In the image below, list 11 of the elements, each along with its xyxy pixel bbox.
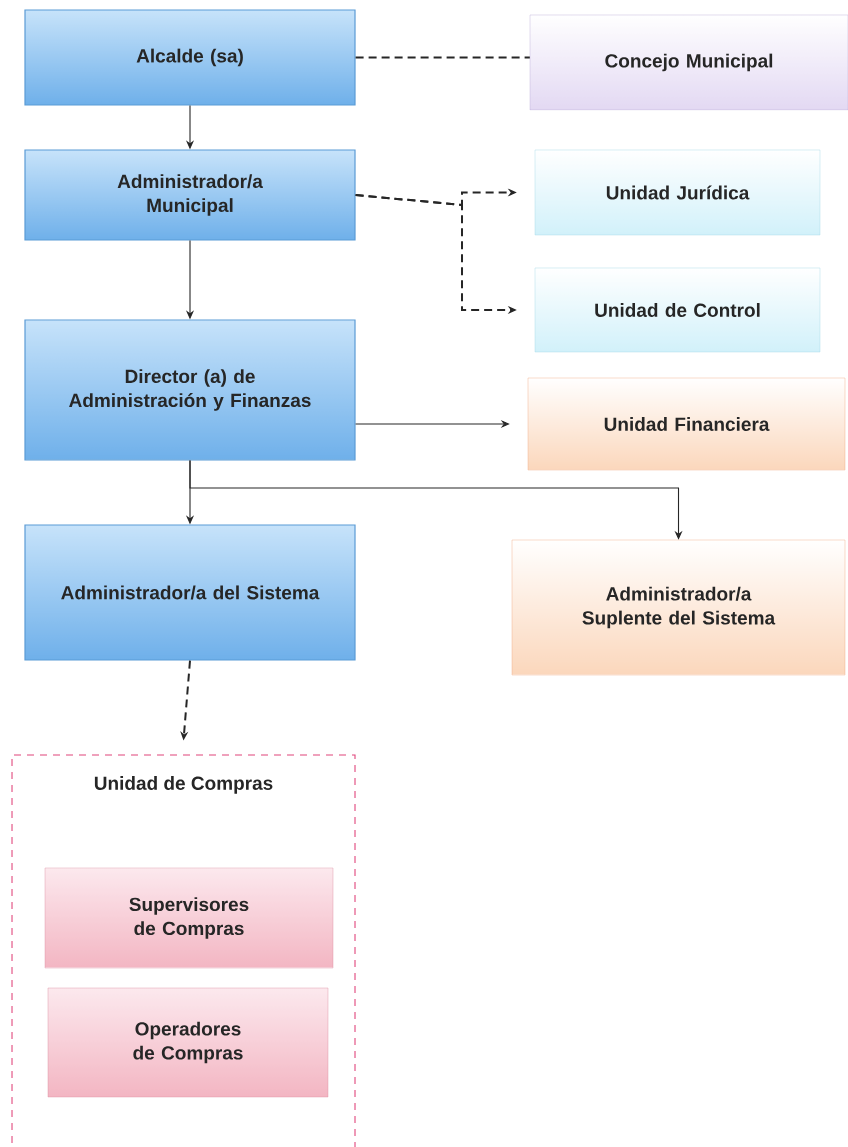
unit-box: Unidad Jurídica (534, 149, 821, 236)
position-box: Administrador/a Municipal (24, 149, 356, 241)
unit-box: Unidad de Control (534, 267, 821, 353)
position-box: Director (a) de Administración y Finanzas (24, 319, 356, 461)
unit-box: Administrador/a Suplente del Sistema (511, 539, 846, 676)
unit-box: Concejo Municipal (529, 14, 848, 111)
position-box: Administrador/a del Sistema (24, 524, 356, 661)
role-box: Operadores de Compras (47, 987, 329, 1098)
role-box: Supervisores de Compras (44, 867, 334, 969)
position-box: Alcalde (sa) (24, 9, 356, 106)
unit-box: Unidad Financiera (527, 377, 846, 471)
